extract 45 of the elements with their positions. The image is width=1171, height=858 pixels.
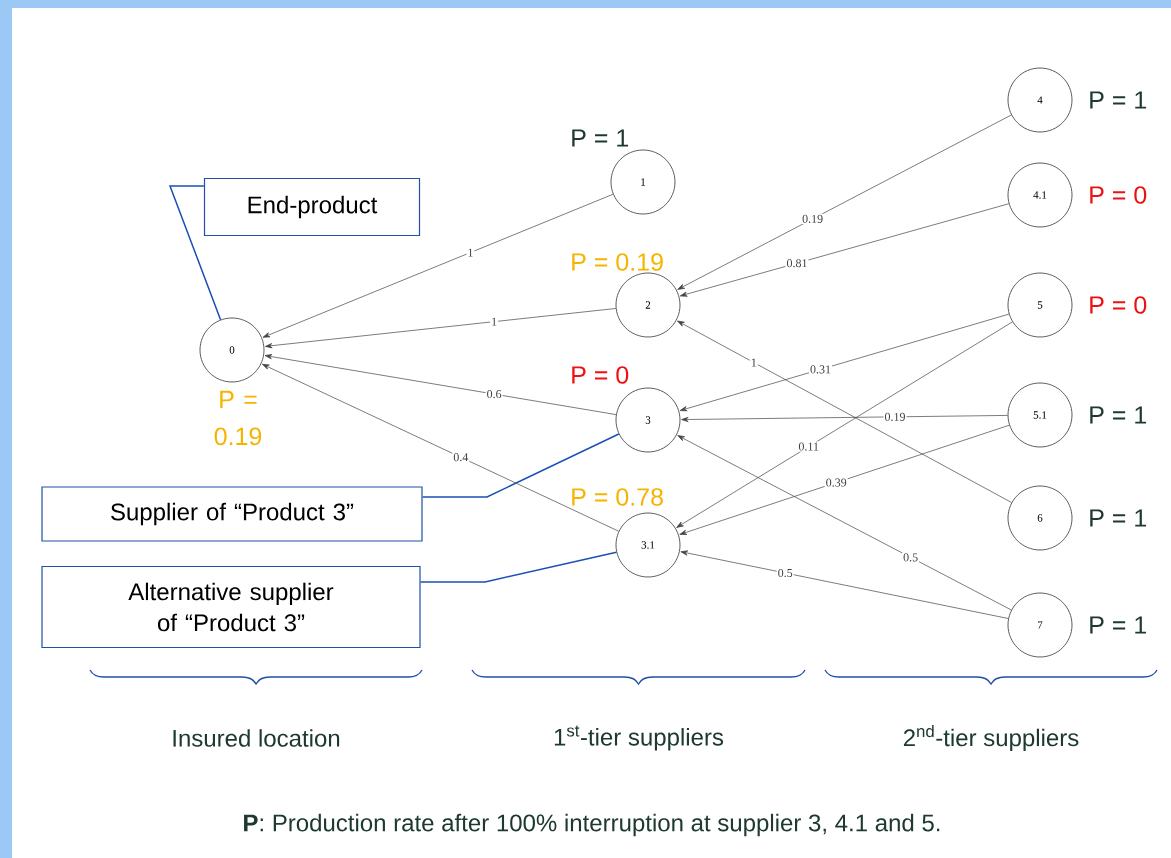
production-rate-label: P = 0.19 xyxy=(572,253,663,271)
callout-box: Supplier of “Product 3” xyxy=(41,486,423,542)
production-rate-label: P = 1 xyxy=(1090,509,1147,527)
arrow xyxy=(679,203,1010,297)
arrow xyxy=(264,354,617,415)
group-label: 2$^{nd}$-tier suppliers xyxy=(903,724,1079,752)
edge-label: 0.4 xyxy=(452,452,470,463)
leader-line xyxy=(419,551,618,583)
production-rate-label: P = 0 xyxy=(1090,186,1147,204)
edge-label: 1 xyxy=(466,247,475,258)
edge-label: 0.81 xyxy=(785,258,809,269)
edge-label: 0.19 xyxy=(801,213,825,224)
arrow xyxy=(264,308,617,349)
arrow xyxy=(262,193,614,338)
group-label: Insured location xyxy=(173,729,340,747)
arrow xyxy=(679,424,1010,535)
callout-box: End-product xyxy=(203,177,421,237)
production-rate-label: P = 1 xyxy=(572,129,629,147)
group-label: 1$^{st}$-tier suppliers xyxy=(554,725,724,751)
edge-label: 0.31 xyxy=(809,364,832,375)
arrow xyxy=(679,313,1010,412)
production-rate-label: P = 0.78 xyxy=(572,488,663,506)
production-rate-label: P = 1 xyxy=(1090,91,1147,109)
edge-label: 0.19 xyxy=(883,411,907,422)
edge-label: 1 xyxy=(749,357,758,368)
arrow xyxy=(262,363,619,532)
caption: P: Production rate after 100% interruption at supplier 3, 4.1 and 5. xyxy=(244,813,940,837)
edge-label: 0.6 xyxy=(485,389,503,400)
leader-line xyxy=(421,433,620,498)
leader-line xyxy=(168,185,222,321)
production-rate-label: P = 1 xyxy=(1090,616,1147,634)
edge-label: 1 xyxy=(490,316,499,327)
production-rate-label: P = 1 xyxy=(1090,406,1147,424)
edge-label: 0.39 xyxy=(824,477,848,488)
production-rate-label: P = 0 xyxy=(1090,296,1147,314)
callout-box: Alternative supplier of “Product 3” xyxy=(41,565,421,649)
edge-label: 0.11 xyxy=(797,441,820,452)
edge-label: 0.5 xyxy=(776,567,794,579)
arrow xyxy=(677,114,1012,290)
edge-label: 0.5 xyxy=(902,552,920,563)
arrow xyxy=(677,435,1012,611)
production-rate-label: P = 0.19 xyxy=(214,390,262,446)
arrow xyxy=(681,415,1008,423)
production-rate-label: P = 0 xyxy=(572,366,629,384)
arrow xyxy=(680,550,1009,619)
